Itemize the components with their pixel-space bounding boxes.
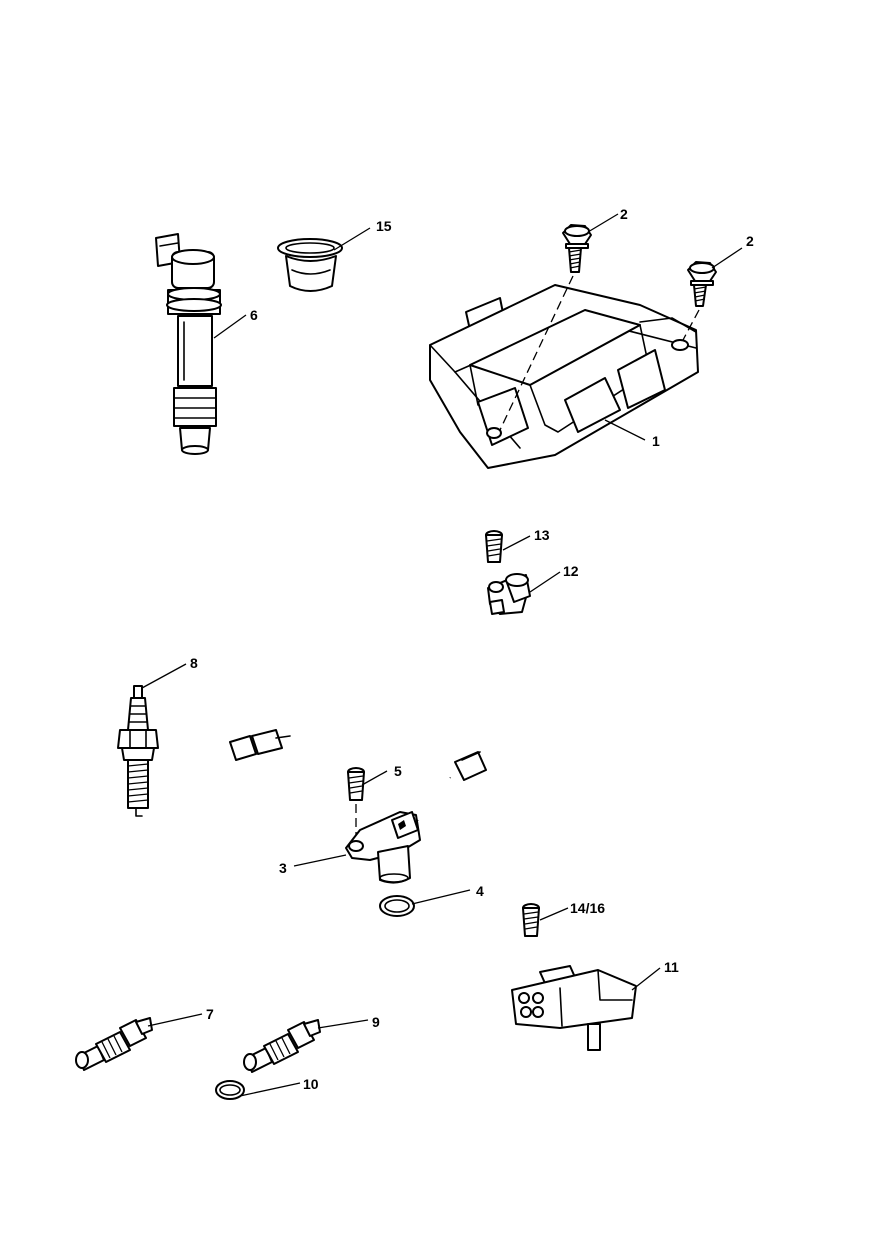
callout-2-left: 2 — [620, 206, 628, 222]
callout-15: 15 — [376, 218, 392, 234]
callout-12: 12 — [563, 563, 579, 579]
callout-11: 11 — [664, 959, 679, 975]
part-11-map-sensor[interactable] — [511, 965, 637, 1051]
callout-labels: 1 2 2 3 4 5 6 7 8 9 10 11 12 13 14/16 15 — [190, 206, 754, 1092]
callout-13: 13 — [534, 527, 550, 543]
callout-2-right: 2 — [746, 233, 754, 249]
part-15-seal[interactable] — [277, 238, 343, 292]
part-6-ignition-coil[interactable] — [155, 233, 222, 455]
part-1-ecm-module[interactable] — [429, 284, 699, 469]
part-5-screw[interactable] — [347, 767, 365, 836]
callout-7: 7 — [206, 1006, 214, 1022]
callout-3: 3 — [279, 860, 287, 876]
part-8-spark-plug[interactable] — [117, 685, 159, 817]
callout-10: 10 — [303, 1076, 319, 1092]
part-10-washer[interactable] — [215, 1080, 245, 1100]
callout-9: 9 — [372, 1014, 380, 1030]
callout-14-16: 14/16 — [570, 900, 605, 916]
part-4-o-ring[interactable] — [379, 895, 415, 917]
part-14-16-screw[interactable] — [522, 903, 540, 937]
part-2-bolt-right[interactable] — [682, 261, 717, 341]
part-2-bolt-left[interactable] — [499, 224, 592, 431]
part-9-sensor[interactable] — [243, 1019, 321, 1073]
callout-8: 8 — [190, 655, 198, 671]
part-7-temp-sensor[interactable] — [75, 1017, 153, 1071]
part-3-crank-sensor[interactable] — [345, 751, 487, 884]
callout-1: 1 — [652, 433, 660, 449]
callout-4: 4 — [476, 883, 484, 899]
part-12-sensor-harness[interactable] — [229, 573, 531, 761]
callout-5: 5 — [394, 763, 402, 779]
callout-6: 6 — [250, 307, 258, 323]
part-13-screw[interactable] — [485, 530, 503, 563]
leader-lines — [141, 213, 743, 1097]
